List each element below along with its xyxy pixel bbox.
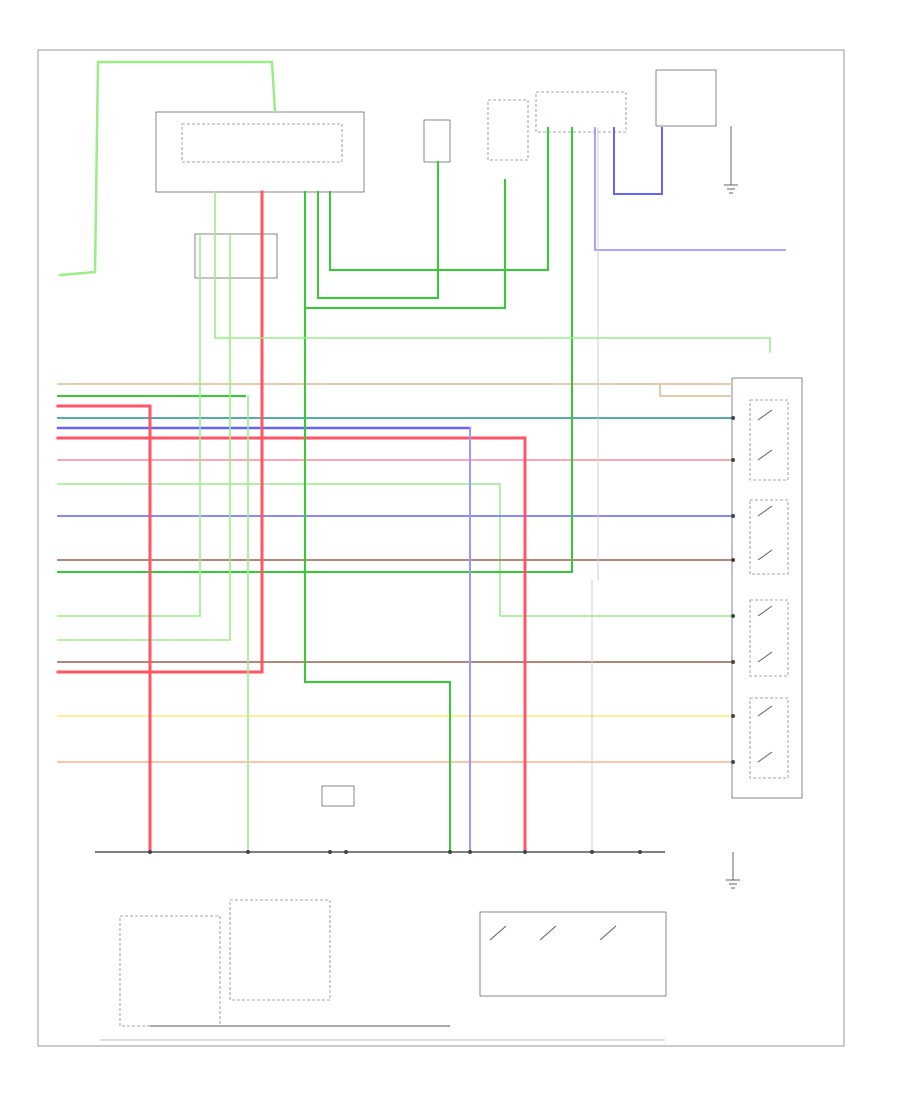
component-outlines: [119, 69, 803, 1027]
connector-dot: [731, 514, 735, 518]
connector-dot: [328, 850, 332, 854]
connector-dot: [731, 714, 735, 718]
switch-contact: [757, 409, 773, 421]
ground-symbol: [726, 852, 740, 889]
connector-dot: [638, 850, 642, 854]
bottom-small-unit: [321, 785, 355, 807]
wire-red-15: [56, 190, 264, 674]
wire-green-cu-3: [304, 179, 506, 309]
switch-contact: [489, 925, 507, 941]
switch-contact: [757, 549, 773, 561]
bottom-module-mid: [229, 899, 331, 1001]
right-relay-stack: [731, 377, 803, 799]
relay-1: [749, 399, 789, 481]
wire-lightgreen-8: [57, 483, 731, 617]
switch-contact: [757, 505, 773, 517]
wire-lightgreen-cu-4: [214, 191, 771, 353]
relay-4: [749, 697, 789, 779]
wires: [56, 60, 786, 854]
wire-green-top-loop: [58, 60, 277, 277]
top-sensor-b: [487, 99, 529, 161]
connector-dot: [731, 416, 735, 420]
switch-contact: [539, 925, 557, 941]
connector-dot: [731, 458, 735, 462]
wire-lightgreen-13: [57, 235, 231, 641]
connector-dot: [448, 850, 452, 854]
top-switch-d: [655, 69, 717, 127]
bottom-bus: [95, 851, 665, 1041]
wire-blue-upper-loop: [613, 127, 663, 195]
connector-dot: [731, 614, 735, 618]
switch-contact: [757, 449, 773, 461]
relay-3: [749, 599, 789, 677]
top-sensor-a: [423, 119, 451, 163]
wire-blue-upper-right: [594, 127, 786, 251]
control-unit-box: [155, 111, 365, 193]
switch-contact: [757, 705, 773, 717]
connector-dot: [731, 660, 735, 664]
control-unit-inner: [181, 123, 343, 163]
wire-green-drop-mid: [304, 191, 451, 853]
ground-symbol-top: [724, 126, 738, 194]
switch-module-box: [194, 233, 278, 279]
bottom-switch-group: [479, 911, 667, 997]
relay-switch-contacts: [489, 409, 773, 941]
connector-dot: [148, 850, 152, 854]
wire-tan-2: [659, 383, 731, 397]
switch-contact: [757, 751, 773, 763]
wire-green-cu-2: [317, 161, 439, 299]
switch-contact: [757, 605, 773, 617]
connector-dot: [731, 558, 735, 562]
ground-symbols: [724, 126, 740, 889]
connector-dot: [731, 760, 735, 764]
connector-dot: [344, 850, 348, 854]
connector-dot: [590, 850, 594, 854]
connector-dot: [468, 850, 472, 854]
switch-contact: [599, 925, 617, 941]
switch-contact: [757, 651, 773, 663]
diagram-frame: [37, 49, 845, 1047]
connector-dot: [523, 850, 527, 854]
wire-green-11: [57, 127, 573, 573]
connector-dot: [246, 850, 250, 854]
wire-lightgreen-12: [57, 235, 201, 617]
bottom-module-left: [119, 915, 221, 1027]
connector-dots: [148, 416, 735, 854]
relay-2: [749, 499, 789, 575]
top-connector-c: [535, 91, 627, 133]
